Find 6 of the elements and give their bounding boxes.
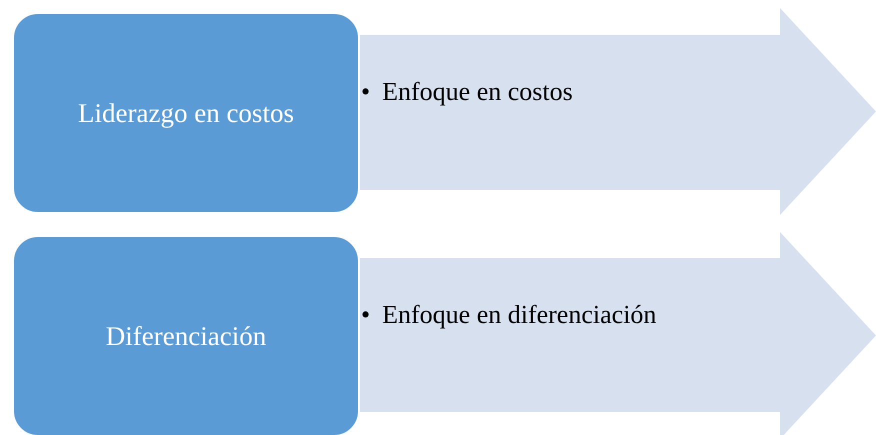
rounded-box: Liderazgo en costos xyxy=(12,12,360,214)
rounded-box: Diferenciación xyxy=(12,235,360,435)
bullet-mark: • xyxy=(361,77,370,107)
bullet-text: Enfoque en diferenciación xyxy=(382,300,656,330)
bullet-text: Enfoque en costos xyxy=(382,77,573,107)
bullet-mark: • xyxy=(361,300,370,330)
